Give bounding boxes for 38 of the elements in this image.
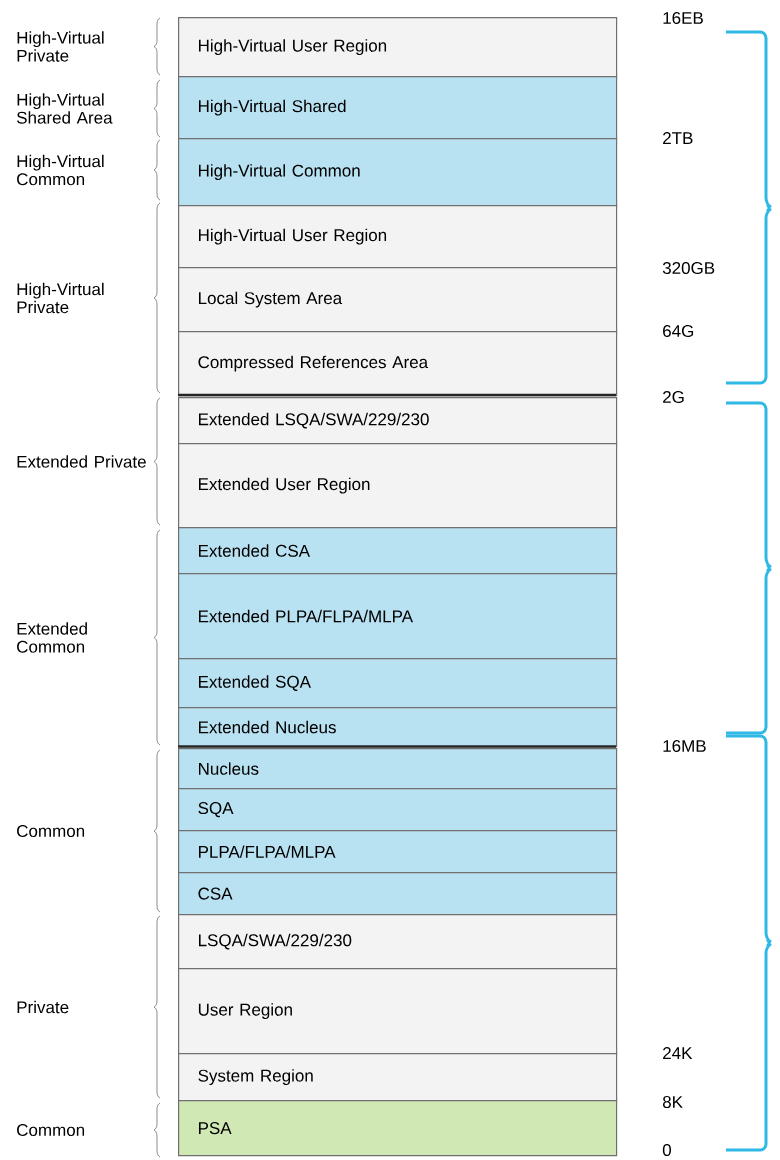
memory-area-box: Extended CSA	[178, 527, 618, 575]
region-label: Common	[17, 825, 85, 838]
region-label: Extended Common	[17, 622, 87, 653]
memory-area-box: Extended PLPA/FLPA/MLPA	[178, 573, 618, 660]
memory-area-box: High-Virtual User Region	[178, 17, 618, 78]
address-label: 16EB	[663, 12, 703, 25]
region-label: High-Virtual Shared Area	[16, 93, 113, 124]
memory-area-box: High-Virtual Shared	[178, 76, 618, 140]
memory-area-box: PLPA/FLPA/MLPA	[178, 830, 618, 874]
memory-area-box: SQA	[178, 788, 618, 832]
memory-area-box: Extended Nucleus	[178, 707, 618, 748]
region-label: Private	[17, 1000, 69, 1014]
region-label: High-Virtual Common	[17, 154, 104, 186]
address-label: 64G	[663, 325, 694, 338]
memory-area-box: Nucleus	[178, 748, 618, 790]
region-label: High-Virtual Private	[17, 31, 104, 62]
address-label: 24K	[663, 1047, 693, 1059]
address-label: 2G	[663, 391, 684, 404]
region-label: Common	[17, 1124, 85, 1137]
memory-area-box: Extended User Region	[178, 443, 618, 529]
memory-area-box: High-Virtual User Region	[178, 205, 618, 269]
memory-area-box: User Region	[178, 968, 618, 1055]
memory-area-box: CSA	[178, 872, 618, 916]
memory-area-box: LSQA/SWA/229/230	[178, 914, 618, 970]
address-label: 2TB	[663, 132, 693, 144]
memory-area-box: Local System Area	[178, 267, 618, 333]
memory-area-box: High-Virtual Common	[178, 138, 618, 207]
memory-area-box: Extended SQA	[178, 658, 618, 709]
address-label: 8K	[662, 1096, 683, 1109]
memory-area-box: Compressed References Area	[178, 331, 618, 397]
region-label: Extended Private	[17, 455, 146, 468]
memory-area-box: PSA	[178, 1100, 618, 1157]
region-label: High-Virtual Private	[17, 282, 104, 314]
memory-area-box: Extended LSQA/SWA/229/230	[178, 397, 618, 445]
address-label: 0	[662, 1144, 671, 1157]
address-label: 16MB	[663, 740, 706, 753]
address-label: 320GB	[662, 262, 715, 275]
memory-area-box: System Region	[178, 1053, 618, 1102]
